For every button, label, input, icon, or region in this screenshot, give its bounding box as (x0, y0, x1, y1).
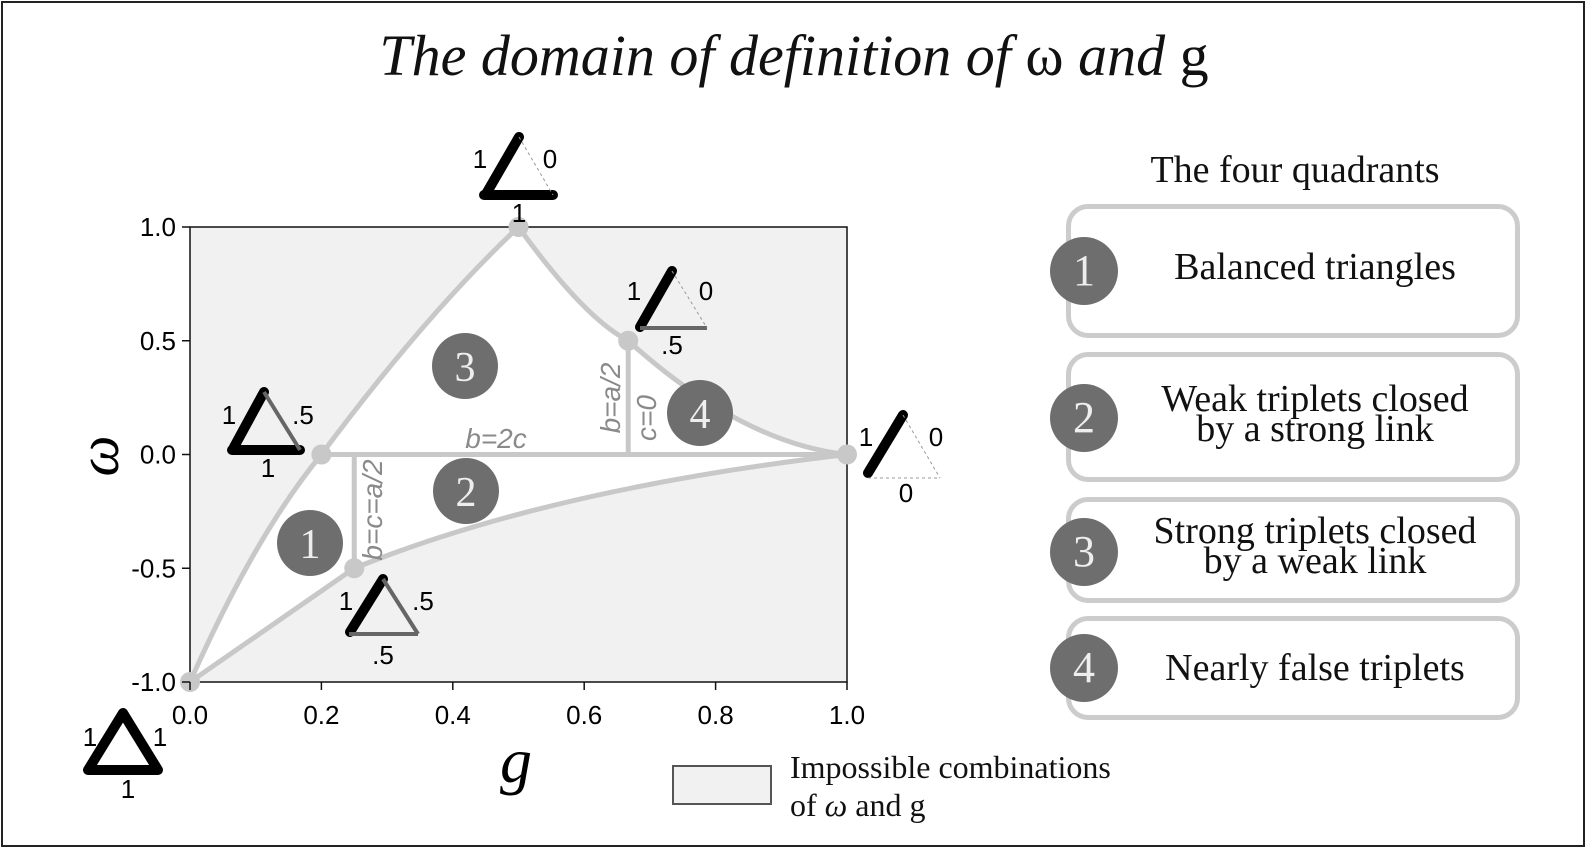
svg-text:4: 4 (690, 392, 711, 438)
key-points (180, 217, 857, 692)
region-badge-2: 2 (433, 458, 499, 524)
key-point-1 (311, 444, 332, 465)
svg-text:1: 1 (627, 276, 641, 306)
y-tick-label: 1.0 (140, 212, 176, 242)
x-axis-ticks: 0.0 0.2 0.4 0.6 0.8 1.0 (172, 682, 865, 730)
x-tick-label: 0.4 (435, 700, 471, 730)
svg-text:1: 1 (83, 722, 97, 752)
quadrant-box-4 (1066, 616, 1520, 720)
line-label-c0: c=0 (631, 395, 662, 441)
svg-text:1: 1 (339, 586, 353, 616)
svg-text:1: 1 (222, 400, 236, 430)
svg-text:1: 1 (153, 722, 167, 752)
page-title: The domain of definition of ω and g (379, 23, 1209, 88)
svg-text:.5: .5 (412, 586, 434, 616)
quadrant-badge-3: 3 (1050, 518, 1118, 586)
triangle-icon-upper-right: 1 0 .5 (627, 266, 713, 360)
y-tick-label: -1.0 (131, 667, 176, 697)
svg-text:0: 0 (543, 144, 557, 174)
quadrant-text-1: Balanced triangles (1174, 246, 1456, 288)
line-label-ba2: b=a/2 (595, 362, 626, 433)
line-label-bca2: b=c=a/2 (357, 459, 388, 561)
region-badge-4: 4 (667, 380, 733, 446)
x-tick-label: 0.0 (172, 700, 208, 730)
svg-text:0: 0 (899, 478, 913, 508)
key-point-4 (618, 330, 639, 351)
triangle-icon-bottom-left: 1 1 1 (83, 708, 167, 804)
svg-text:0: 0 (699, 276, 713, 306)
key-point-5 (837, 444, 857, 465)
line-label-b2c: b=2c (465, 423, 527, 454)
quadrant-box-1 (1066, 204, 1520, 338)
y-axis-label: ω (66, 436, 131, 477)
svg-text:.5: .5 (372, 640, 394, 670)
triangle-icon-top: 1 0 1 (473, 132, 558, 228)
svg-text:3: 3 (455, 345, 476, 391)
y-tick-label: -0.5 (131, 553, 176, 583)
region-badge-1: 1 (277, 510, 343, 576)
x-tick-label: 1.0 (829, 700, 865, 730)
svg-text:1: 1 (300, 522, 321, 568)
svg-text:.5: .5 (292, 400, 314, 430)
y-axis-ticks: 1.0 0.5 0.0 -0.5 -1.0 (131, 212, 190, 697)
legend-text: Impossible combinations of ω and g (790, 749, 1111, 823)
svg-text:.5: .5 (661, 330, 683, 360)
region-badge-3: 3 (432, 333, 498, 399)
x-tick-label: 0.8 (698, 700, 734, 730)
svg-text:1: 1 (473, 144, 487, 174)
svg-text:1: 1 (121, 774, 135, 804)
quadrant-badge-2: 2 (1050, 384, 1118, 452)
x-tick-label: 0.6 (566, 700, 602, 730)
quadrant-badge-4: 4 (1050, 634, 1118, 702)
legend-swatch (672, 765, 772, 805)
svg-text:1: 1 (512, 198, 526, 228)
x-axis-label: g (500, 725, 532, 796)
svg-text:1: 1 (261, 453, 275, 483)
key-point-2 (344, 558, 365, 579)
y-tick-label: 0.0 (140, 440, 176, 470)
quadrant-text-4: Nearly false triplets (1165, 647, 1465, 689)
quadrants-heading: The four quadrants (1150, 149, 1440, 191)
triangle-icon-right-mid: 1 0 0 (859, 410, 943, 508)
svg-text:2: 2 (456, 470, 477, 516)
x-tick-label: 0.2 (303, 700, 339, 730)
key-point-3 (508, 217, 529, 237)
y-tick-label: 0.5 (140, 326, 176, 356)
triangle-icon-left-mid: 1 .5 1 (222, 387, 314, 483)
triangle-icon-lower-mid: 1 .5 .5 (339, 574, 434, 670)
svg-text:1: 1 (859, 422, 873, 452)
svg-text:0: 0 (929, 422, 943, 452)
quadrant-badge-1: 1 (1050, 237, 1118, 305)
